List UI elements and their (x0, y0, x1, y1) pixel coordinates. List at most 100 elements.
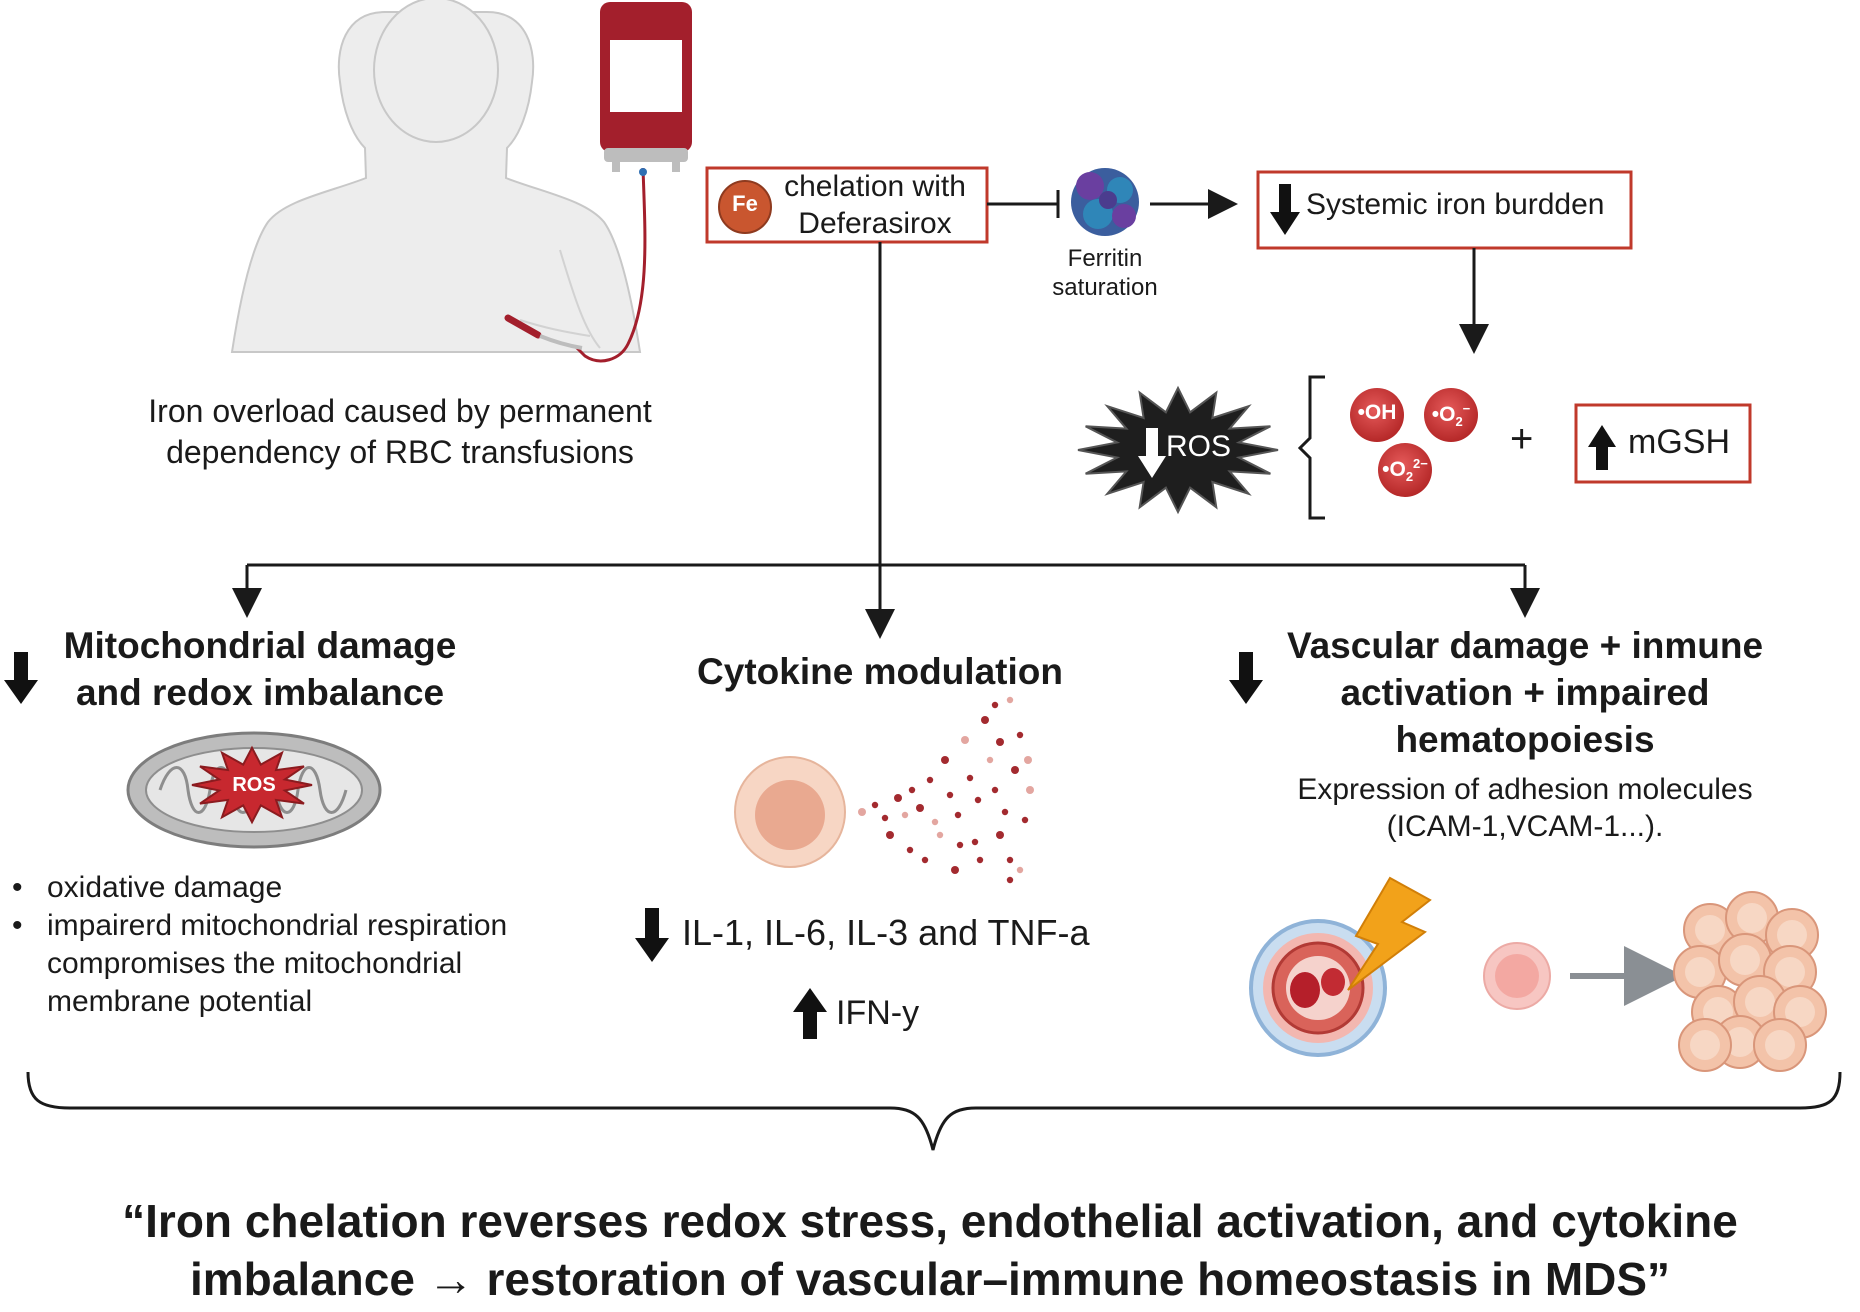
radical-superoxide-base: O (1439, 403, 1456, 426)
cytokine-particle (974, 796, 982, 804)
radical-oh-dot: • (1357, 401, 1365, 424)
vascular-expression: Expression of adhesion molecules (ICAM-1… (1260, 771, 1790, 845)
cytokine-particle (921, 856, 929, 864)
vascular-title-line2: activation + impaired (1340, 672, 1710, 713)
cytokine-particle (1001, 808, 1009, 816)
mito-bullet-line: membrane potential (47, 985, 313, 1018)
cytokine-particle (931, 818, 939, 826)
radical-superoxide-label: •O2− (1424, 401, 1478, 429)
cytokine-particle (946, 791, 954, 799)
ferritin-label: Ferritin saturation (1030, 244, 1180, 302)
vascular-title: Vascular damage + inmune activation + im… (1260, 622, 1790, 763)
vascular-down-arrow-icon (1229, 652, 1263, 704)
patient-caption-line2: dependency of RBC transfusions (166, 434, 634, 470)
vascular-title-line3: hematopoiesis (1395, 719, 1655, 760)
cytokine-particle (954, 811, 962, 819)
cytokine-particle (1006, 876, 1014, 884)
cluster-cell-nucleus (1685, 957, 1715, 987)
cluster-cell-nucleus (1785, 997, 1815, 1027)
cytokine-particle (956, 841, 964, 849)
cytokine-particle (901, 811, 909, 819)
mito-bullet-list: oxidative damageimpairerd mitochondrial … (12, 869, 507, 1021)
cytokine-down-arrow-icon (635, 908, 669, 962)
cytokine-particle (894, 794, 902, 802)
blood-vessel-icon (1249, 919, 1387, 1057)
cytokine-particle (1006, 856, 1014, 864)
cytokine-particle (886, 831, 894, 839)
conclusion-line2: imbalance → restoration of vascular–immu… (189, 1253, 1671, 1305)
mgsh-label: mGSH (1628, 423, 1730, 461)
mito-down-arrow-icon (4, 652, 38, 704)
cluster-cell-nucleus (1730, 945, 1760, 975)
cluster-cell-nucleus (1745, 987, 1775, 1017)
radical-peroxide-dot: • (1382, 458, 1390, 481)
vascular-expression-line2: (ICAM-1,VCAM-1...). (1386, 810, 1664, 843)
cytokine-particle (986, 756, 994, 764)
mito-ros-label: ROS (232, 774, 276, 796)
cluster-cell-nucleus (1765, 1030, 1795, 1060)
cytokine-particle (1024, 756, 1032, 764)
radical-peroxide-label: •O22− (1378, 456, 1432, 484)
cytokine-particle (881, 814, 889, 822)
radical-bracket (1297, 375, 1325, 520)
cytokine-particle (961, 736, 969, 744)
cluster-cell-nucleus (1775, 957, 1805, 987)
systemic-iron-label: Systemic iron burdden (1306, 188, 1605, 221)
cytokine-down-text: IL-1, IL-6, IL-3 and TNF-a (682, 912, 1090, 953)
mito-bullet-line: compromises the mitochondrial (47, 947, 463, 980)
patient-caption-line1: Iron overload caused by permanent (148, 393, 652, 429)
radical-peroxide-sup: 2− (1413, 456, 1428, 471)
radical-oh-base: OH (1364, 401, 1397, 424)
cytokine-particle (916, 804, 924, 812)
cytokine-particle (1016, 866, 1024, 874)
mito-bullet-item: oxidative damage (12, 869, 507, 907)
cytokine-particle (966, 774, 974, 782)
conclusion-text: “Iron chelation reverses redox stress, e… (0, 1192, 1860, 1308)
cluster-cell-nucleus (1690, 1030, 1720, 1060)
human-figure-icon (230, 0, 642, 353)
cytokine-title: Cytokine modulation (697, 651, 1063, 692)
cluster-cell-nucleus (1777, 920, 1807, 950)
vascular-title-line1: Vascular damage + inmune (1286, 625, 1764, 666)
chelation-label: chelation with Deferasirox (765, 168, 985, 242)
cytokine-particle (996, 738, 1004, 746)
ferritin-line1: Ferritin (1067, 245, 1143, 272)
radical-peroxide-base: O (1389, 458, 1406, 481)
cytokine-particle (1006, 696, 1014, 704)
cytokine-particles (858, 696, 1034, 884)
cytokine-particle (871, 801, 879, 809)
cell-cluster-icon (1673, 891, 1827, 1072)
cytokine-particle (936, 831, 944, 839)
ros-burst-label: ROS (1166, 430, 1232, 463)
cytokine-up-text: IFN-y (836, 994, 920, 1032)
cell-icon (734, 756, 846, 868)
radical-superoxide (1424, 388, 1478, 442)
summary-brace (26, 1071, 1842, 1151)
conclusion-line1: “Iron chelation reverses redox stress, e… (122, 1195, 1738, 1247)
mgsh-up-arrow-icon (1588, 425, 1616, 470)
cytokine-particle (991, 786, 999, 794)
mito-title-line2: and redox imbalance (75, 672, 445, 713)
ferritin-icon (1071, 168, 1139, 236)
radical-superoxide-dot: • (1431, 403, 1440, 426)
plus-sign: + (1510, 417, 1534, 461)
ferritin-line2: saturation (1052, 274, 1158, 301)
cytokine-particle (941, 756, 949, 764)
cytokine-particle (971, 838, 979, 846)
cytokine-particle (996, 831, 1004, 839)
mito-title-line1: Mitochondrial damage (63, 625, 457, 666)
cytokine-particle (991, 701, 999, 709)
vascular-expression-line1: Expression of adhesion molecules (1297, 773, 1753, 806)
radical-peroxide-sub: 2 (1405, 469, 1414, 485)
cytokine-particle (1011, 766, 1019, 774)
mito-bullet-item: impairerd mitochondrial respirationcompr… (12, 907, 507, 1021)
single-cell-icon (1483, 942, 1551, 1010)
cluster-cell-nucleus (1737, 903, 1767, 933)
systemic-iron-box (1256, 170, 1633, 250)
cluster-cell-nucleus (1725, 1027, 1755, 1057)
radical-superoxide-sub: 2 (1455, 414, 1463, 430)
fe-badge-icon (718, 180, 772, 234)
chelation-line1: chelation with (784, 170, 966, 203)
cytokine-particle (906, 846, 914, 854)
